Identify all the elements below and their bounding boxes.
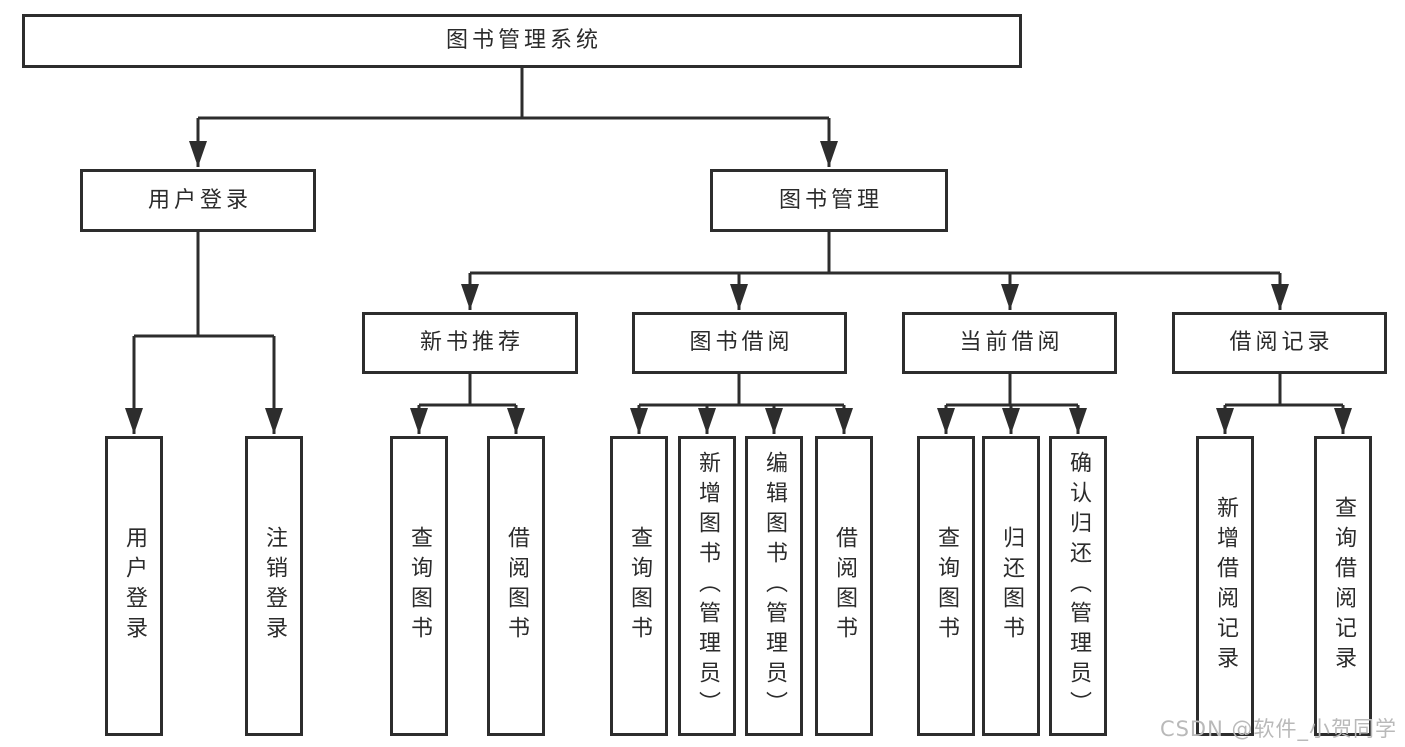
node-query-books-borrowing: 查询图书 (610, 436, 668, 736)
node-new-book-recommendation: 新书推荐 (362, 312, 578, 374)
csdn-watermark: CSDN @软件_小贺同学 (1159, 717, 1397, 741)
node-label: 查询图书 (407, 526, 432, 646)
node-user-login-leaf: 用户登录 (105, 436, 163, 736)
node-label: 新增图书（管理员） (695, 451, 720, 721)
node-logout: 注销登录 (245, 436, 303, 736)
node-add-book-admin: 新增图书（管理员） (678, 436, 736, 736)
node-borrow-books-borrowing: 借阅图书 (815, 436, 873, 736)
node-query-books-recommend: 查询图书 (390, 436, 448, 736)
node-label: 用户登录 (122, 526, 147, 646)
node-library-management-system: 图书管理系统 (22, 14, 1022, 68)
node-book-management-branch: 图书管理 (710, 169, 948, 232)
node-label: 确认归还（管理员） (1066, 451, 1091, 721)
node-current-borrowing: 当前借阅 (902, 312, 1117, 374)
node-label: 查询借阅记录 (1331, 496, 1356, 676)
node-user-login-branch: 用户登录 (80, 169, 316, 232)
node-label: 新书推荐 (419, 330, 524, 355)
node-label: 借阅记录 (1229, 330, 1334, 355)
node-label: 图书管理 (778, 187, 883, 213)
node-confirm-return-admin: 确认归还（管理员） (1049, 436, 1107, 736)
node-add-borrow-record: 新增借阅记录 (1196, 436, 1254, 736)
node-label: 注销登录 (262, 526, 287, 646)
node-label: 用户登录 (147, 187, 252, 213)
node-edit-book-admin: 编辑图书（管理员） (745, 436, 803, 736)
node-query-books-current: 查询图书 (917, 436, 975, 736)
node-label: 图书管理系统 (445, 28, 602, 53)
node-query-borrow-record: 查询借阅记录 (1314, 436, 1372, 736)
node-label: 查询图书 (934, 526, 959, 646)
node-borrow-books-recommend: 借阅图书 (487, 436, 545, 736)
node-borrowing-records: 借阅记录 (1172, 312, 1387, 374)
node-label: 编辑图书（管理员） (762, 451, 787, 721)
node-label: 查询图书 (627, 526, 652, 646)
node-label: 图书借阅 (689, 330, 794, 355)
node-return-book: 归还图书 (982, 436, 1040, 736)
node-label: 借阅图书 (504, 526, 529, 646)
node-label: 归还图书 (999, 526, 1024, 646)
node-label: 新增借阅记录 (1213, 496, 1238, 676)
node-book-borrowing: 图书借阅 (632, 312, 847, 374)
node-label: 借阅图书 (832, 526, 857, 646)
node-label: 当前借阅 (959, 330, 1064, 355)
